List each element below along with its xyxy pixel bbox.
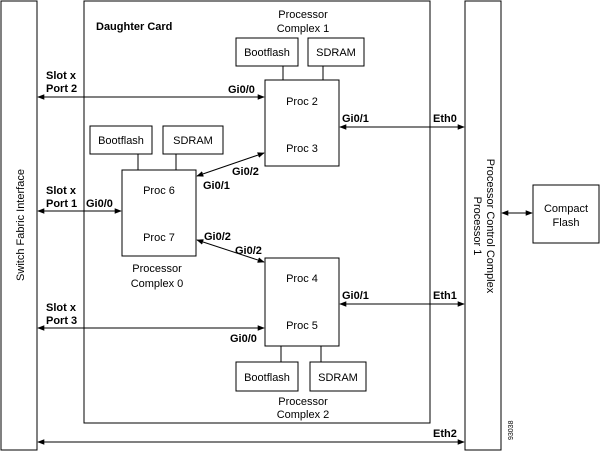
processor-complex-2-label-2: Complex 2 — [277, 409, 330, 421]
eth1-label: Eth1 — [433, 290, 457, 302]
gi01-label-proc6: Gi0/1 — [203, 180, 230, 192]
gi00-label-proc2: Gi0/0 — [228, 84, 255, 96]
bootflash-box-complex0 — [89, 125, 153, 155]
compact-flash-box — [532, 184, 600, 244]
sdram-label-complex1: SDRAM — [316, 47, 356, 59]
proc-3-label: Proc 3 — [286, 143, 318, 155]
eth0-label: Eth0 — [433, 113, 457, 125]
processor-control-complex-label: Processor Control Complex — [484, 159, 496, 294]
proc-7-label: Proc 7 — [143, 232, 175, 244]
switch-fabric-interface-box — [0, 0, 38, 451]
proc-5-label: Proc 5 — [286, 320, 318, 332]
bootflash-label-complex1: Bootflash — [244, 47, 290, 59]
sdram-box-complex0 — [162, 125, 224, 155]
slot-x-port1-label-2: Port 1 — [46, 198, 77, 210]
processor-control-complex-box — [464, 0, 502, 451]
proc-2-label: Proc 2 — [286, 96, 318, 108]
compact-flash-label-1: Compact — [544, 203, 588, 215]
eth2-label: Eth2 — [433, 428, 457, 440]
gi00-label-proc5: Gi0/0 — [230, 333, 257, 345]
gi02-label-proc3: Gi0/2 — [232, 166, 259, 178]
proc-6-label: Proc 6 — [143, 185, 175, 197]
proc-2-3-box — [264, 79, 340, 167]
daughter-card-label: Daughter Card — [96, 21, 172, 33]
slot-x-port2-label-2: Port 2 — [46, 83, 77, 95]
processor-complex-0-label-1: Processor — [132, 263, 182, 275]
compact-flash-label-2: Flash — [553, 217, 580, 229]
processor-control-complex-sublabel: Processor 1 — [471, 197, 483, 256]
proc-4-5-box — [264, 257, 340, 347]
figure-id-label: 93038 — [508, 420, 515, 440]
gi02-label-proc7: Gi0/2 — [204, 231, 231, 243]
proc-4-label: Proc 4 — [286, 273, 318, 285]
processor-complex-2-label-1: Processor — [278, 396, 328, 408]
proc6-proc3-link — [196, 152, 265, 177]
sdram-box-complex2 — [309, 361, 367, 392]
bootflash-label-complex2: Bootflash — [244, 372, 290, 384]
proc-6-7-box — [121, 169, 197, 257]
slot-x-port1-label-1: Slot x — [46, 185, 77, 197]
gi01-label-proc3: Gi0/1 — [342, 113, 369, 125]
sdram-label-complex0: SDRAM — [173, 135, 213, 147]
slot-x-port3-label-2: Port 3 — [46, 315, 77, 327]
bootflash-box-complex2 — [235, 361, 299, 392]
slot-x-port3-label-1: Slot x — [46, 302, 77, 314]
slot-x-port2-label-1: Slot x — [46, 70, 77, 82]
sdram-box-complex1 — [307, 37, 365, 67]
processor-complex-1-label-2: Complex 1 — [277, 23, 330, 35]
gi00-label-proc6: Gi0/0 — [86, 198, 113, 210]
sdram-label-complex2: SDRAM — [318, 372, 358, 384]
switch-fabric-interface-label: Switch Fabric Interface — [15, 169, 27, 281]
processor-complex-0-label-2: Complex 0 — [131, 278, 184, 290]
bootflash-box-complex1 — [235, 37, 299, 67]
proc7-proc4-link — [196, 239, 265, 263]
processor-complex-1-label-1: Processor — [278, 9, 328, 21]
gi02-label-proc4: Gi0/2 — [235, 245, 262, 257]
bootflash-label-complex0: Bootflash — [98, 135, 144, 147]
gi01-label-proc4: Gi0/1 — [342, 290, 369, 302]
